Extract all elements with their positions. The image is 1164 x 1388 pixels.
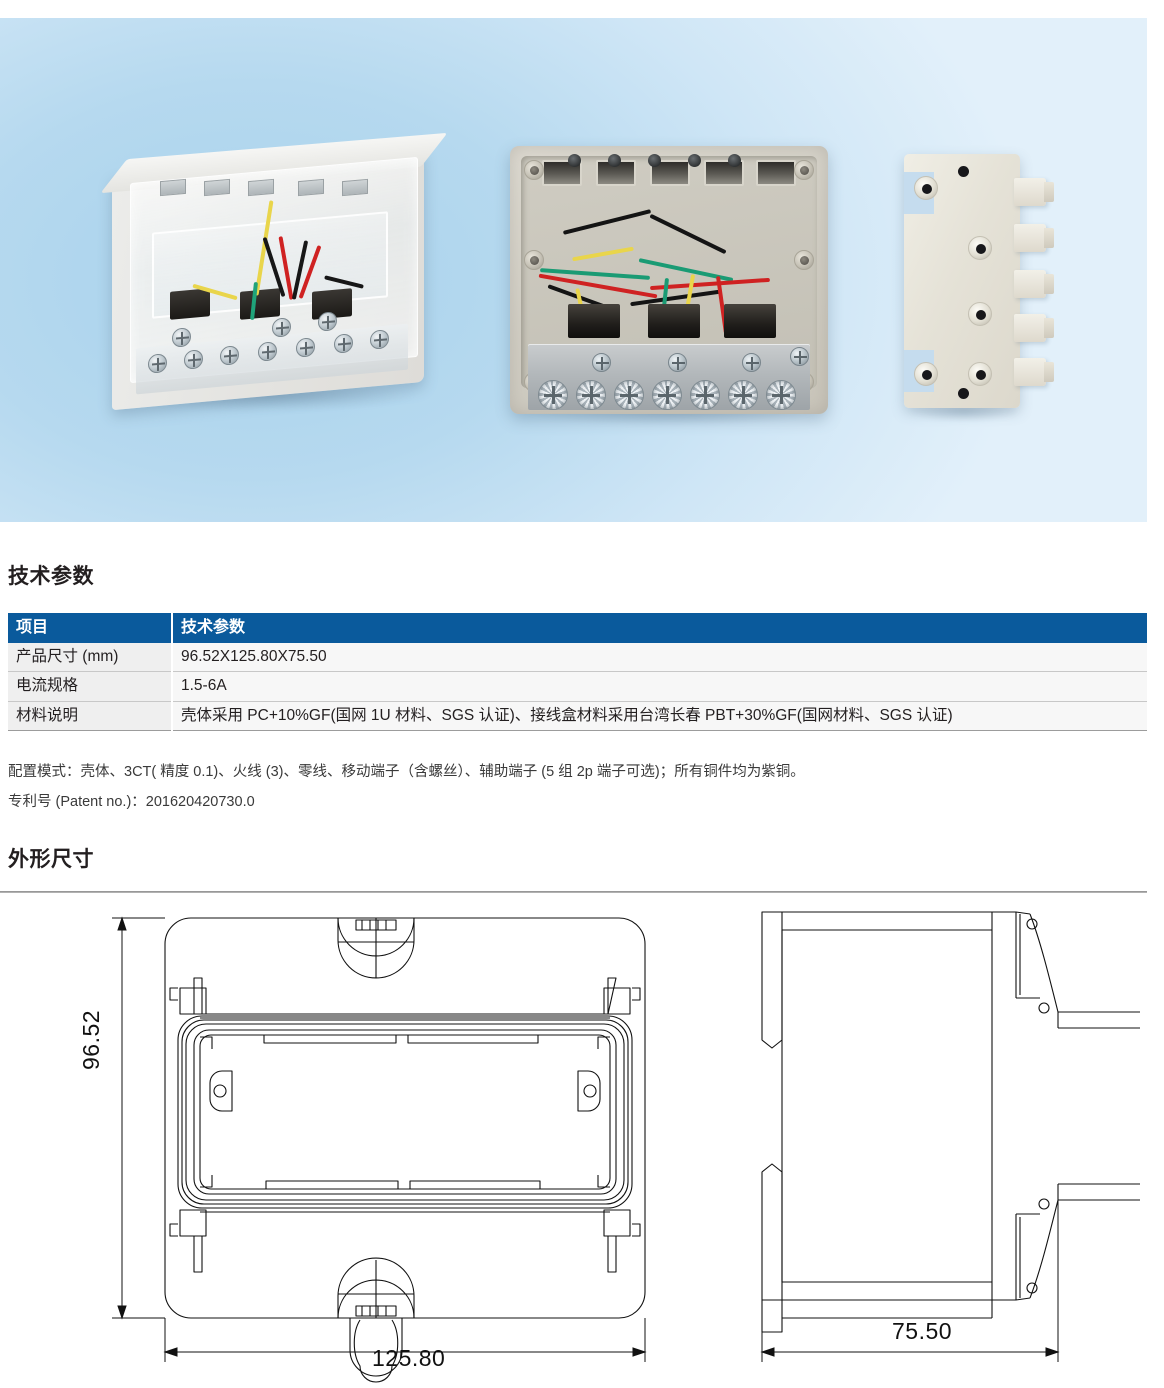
table-header-row: 项目 技术参数 xyxy=(8,613,1147,643)
section-divider xyxy=(0,891,1147,893)
row-value-material: 壳体采用 PC+10%GF(国网 1U 材料、SGS 认证)、接线盒材料采用台湾… xyxy=(172,701,1147,732)
note-configuration-mode: 配置模式：壳体、3CT( 精度 0.1)、火线 (3)、零线、移动端子（含螺丝）… xyxy=(8,764,805,780)
note-patent-number: 专利号 (Patent no.)：201620420730.0 xyxy=(8,794,255,810)
side-view-svg xyxy=(760,911,1140,1362)
drawing-front-view xyxy=(60,900,700,1383)
dimension-label-depth: 75.50 xyxy=(892,1318,953,1344)
dimension-label-width: 125.80 xyxy=(372,1345,446,1371)
photo-stage xyxy=(0,18,1147,522)
dimension-label-height: 96.52 xyxy=(78,1009,104,1070)
row-value-product-size: 96.52X125.80X75.50 xyxy=(172,643,1147,673)
table-header-parameter: 技术参数 xyxy=(172,613,1147,643)
front-view-svg xyxy=(112,916,647,1383)
drawing-side-view xyxy=(740,900,1140,1383)
product-photo-back-plate xyxy=(886,154,1062,422)
table-row: 电流规格 1.5-6A xyxy=(8,671,1147,702)
section-title-outline-dimensions: 外形尺寸 xyxy=(8,848,94,871)
row-key-product-size: 产品尺寸 (mm) xyxy=(8,643,173,673)
row-key-material: 材料说明 xyxy=(8,701,173,732)
product-photo-open-box xyxy=(510,146,828,426)
product-photo-banner xyxy=(0,18,1147,522)
row-value-current-rating: 1.5-6A xyxy=(172,671,1147,702)
table-header-item: 项目 xyxy=(8,613,173,643)
product-photo-assembled-box xyxy=(100,132,452,420)
row-key-current-rating: 电流规格 xyxy=(8,671,173,702)
section-title-technical-parameters: 技术参数 xyxy=(8,565,94,588)
table-row: 产品尺寸 (mm) 96.52X125.80X75.50 xyxy=(8,643,1147,673)
technical-parameters-table: 项目 技术参数 产品尺寸 (mm) 96.52X125.80X75.50 电流规… xyxy=(8,613,1147,732)
table-row: 材料说明 壳体采用 PC+10%GF(国网 1U 材料、SGS 认证)、接线盒材… xyxy=(8,701,1147,732)
